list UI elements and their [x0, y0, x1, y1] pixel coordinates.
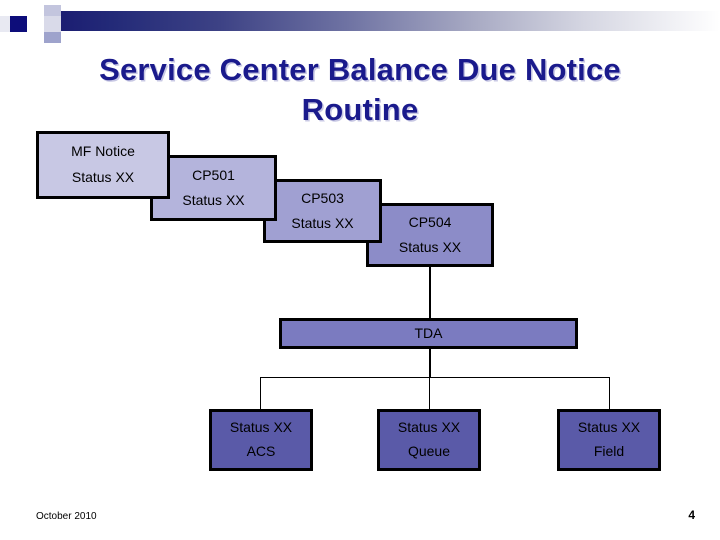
flow-node-mf-notice-name: MF Notice [71, 143, 135, 160]
flow-node-cp503[interactable]: CP503 Status XX [263, 179, 382, 243]
connector-tda-to-bus [429, 348, 431, 378]
footer-page-number: 4 [688, 508, 695, 522]
connector-bus-to-queue [429, 377, 430, 410]
deco-square-accent [10, 16, 27, 32]
deco-square-bottom-blank [27, 32, 44, 43]
flow-node-field[interactable]: Status XX Field [557, 409, 661, 471]
connector-bus-to-field [609, 377, 610, 410]
flow-node-acs[interactable]: Status XX ACS [209, 409, 313, 471]
page-title: Service Center Balance Due Notice Routin… [60, 50, 660, 130]
page-title-line2: Notice Routine [301, 52, 621, 127]
deco-square-top-light [44, 5, 61, 16]
connector-bus-to-acs [260, 377, 261, 410]
deco-square-mid-light [44, 16, 61, 32]
deco-square-bottom-mid [44, 32, 61, 43]
connector-horizontal-bus [260, 377, 610, 378]
flow-node-field-name: Field [593, 443, 625, 460]
footer-date: October 2010 [36, 511, 97, 522]
header-gradient-bar [44, 11, 720, 31]
flow-node-field-status: Status XX [577, 419, 641, 436]
page-title-line1: Service Center Balance Due [99, 52, 517, 87]
flow-node-cp501-status: Status XX [182, 191, 245, 208]
flow-node-cp504[interactable]: CP504 Status XX [366, 203, 494, 267]
flow-node-cp503-status: Status XX [291, 214, 354, 231]
deco-square-far-left [0, 16, 10, 32]
flow-node-acs-status: Status XX [229, 419, 293, 436]
flow-node-cp503-name: CP503 [301, 190, 344, 207]
flow-node-queue-status: Status XX [397, 419, 461, 436]
flow-node-mf-notice[interactable]: MF Notice Status XX [36, 131, 170, 199]
flow-node-queue[interactable]: Status XX Queue [377, 409, 481, 471]
connector-cp504-to-tda [429, 266, 431, 319]
deco-square-lower-blank-a [27, 43, 44, 55]
flow-node-cp504-name: CP504 [408, 214, 452, 231]
deco-square-lower-blank-b [44, 43, 61, 55]
flow-node-tda[interactable]: TDA [279, 318, 578, 349]
flow-node-cp501-name: CP501 [192, 166, 235, 183]
flow-node-cp504-status: Status XX [398, 238, 462, 255]
flow-node-acs-name: ACS [246, 443, 276, 460]
flow-node-queue-name: Queue [407, 443, 451, 460]
flow-node-tda-label: TDA [414, 324, 443, 341]
deco-square-mid-blank [27, 16, 44, 32]
deco-square-top-blank [27, 5, 44, 16]
flow-node-mf-notice-status: Status XX [71, 169, 135, 186]
